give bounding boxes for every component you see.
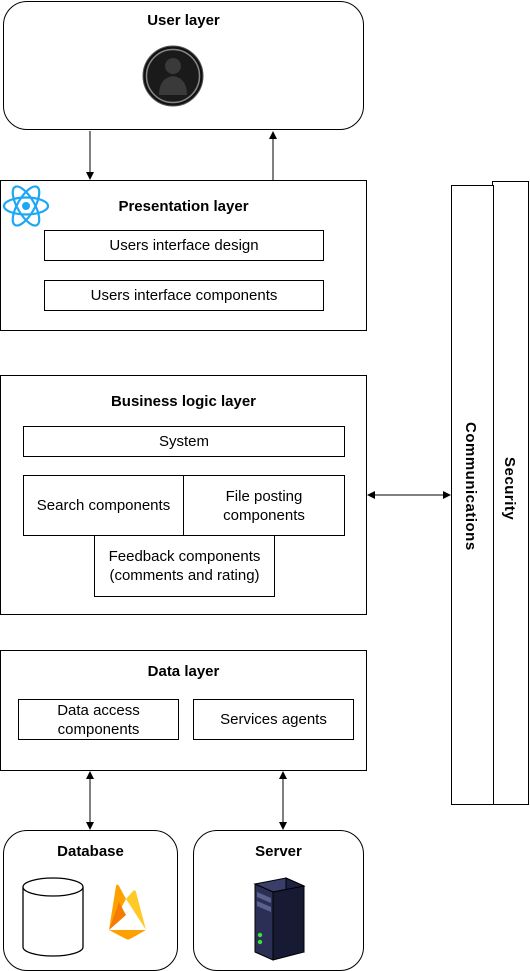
presentation-layer-title: Presentation layer [118, 198, 249, 215]
user-avatar-icon [142, 45, 204, 107]
server-title: Server [255, 843, 302, 860]
presentation-layer: Presentation layer Users interface desig… [0, 180, 367, 331]
firebase-logo-icon [109, 884, 146, 940]
react-logo-icon [2, 185, 50, 227]
user-layer: User layer [3, 1, 364, 130]
server-box: Server [193, 830, 364, 971]
feedback-components-box: Feedback components (comments and rating… [94, 535, 275, 597]
database-title: Database [57, 843, 124, 860]
cylinder-database-icon [22, 877, 84, 957]
database-box: Database [3, 830, 178, 971]
search-components-box: Search components [23, 475, 184, 536]
security-panel [492, 181, 529, 805]
business-logic-layer-title: Business logic layer [110, 393, 257, 410]
data-access-components-box: Data access components [18, 699, 179, 740]
ui-design-box: Users interface design [44, 230, 324, 261]
file-posting-components-box: File posting components [183, 475, 345, 536]
services-agents-box: Services agents [193, 699, 354, 740]
communications-panel [451, 185, 494, 805]
user-layer-title: User layer [147, 12, 220, 29]
business-logic-layer: Business logic layer System Search compo… [0, 375, 367, 615]
data-layer: Data layer Data access components Servic… [0, 650, 367, 771]
server-tower-icon [253, 877, 306, 961]
ui-components-box: Users interface components [44, 280, 324, 311]
security-label: Security [501, 457, 518, 521]
feedback-line-1: Feedback components [108, 548, 261, 565]
feedback-line-2: (comments and rating) [109, 567, 260, 584]
communications-label: Communications [462, 422, 479, 551]
system-box: System [23, 426, 345, 457]
data-layer-title: Data layer [147, 663, 220, 680]
